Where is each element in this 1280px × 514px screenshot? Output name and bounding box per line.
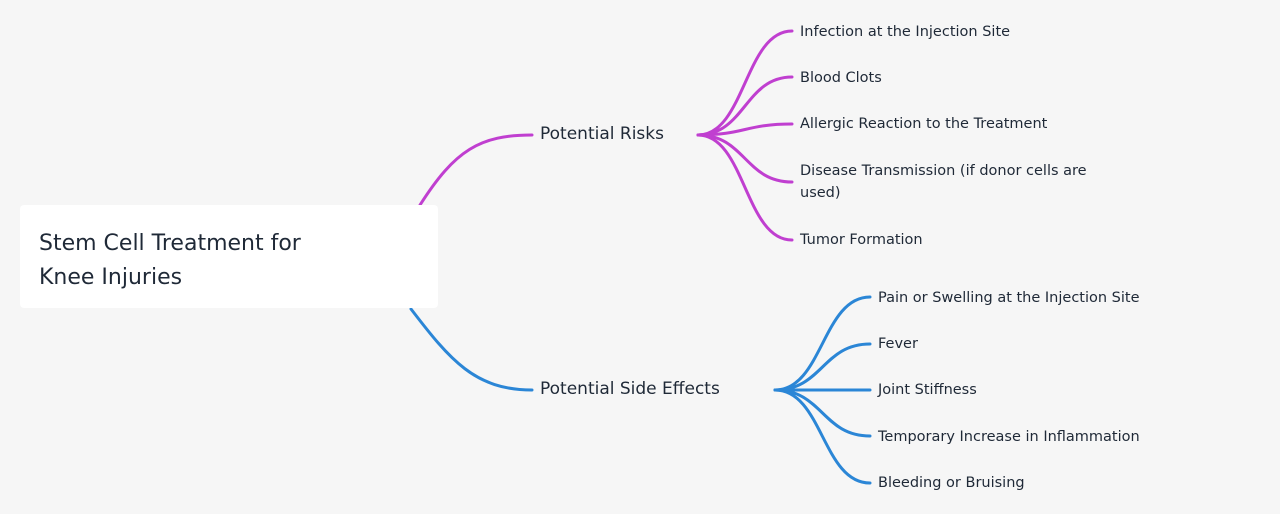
- leaf-temporary-inflammation[interactable]: Temporary Increase in Inflammation: [878, 429, 1140, 445]
- leaf-blood-clots[interactable]: Blood Clots: [800, 70, 882, 86]
- edge-side-effect-leaf-5: [773, 388, 872, 485]
- edge-risk-leaf-5: [696, 133, 794, 242]
- root-node[interactable]: Stem Cell Treatment for Knee Injuries: [20, 205, 438, 308]
- edge-root-to-potential-side-effects: [409, 307, 534, 392]
- edge-risk-leaf-1: [696, 29, 794, 137]
- edge-root-to-potential-risks: [418, 133, 534, 207]
- edge-side-effect-leaf-2: [773, 342, 872, 392]
- leaf-pain-or-swelling[interactable]: Pain or Swelling at the Injection Site: [878, 290, 1140, 306]
- edge-side-effect-leaf-4: [773, 388, 872, 438]
- edge-risk-leaf-2: [696, 75, 794, 137]
- branch-node-potential-side-effects[interactable]: Potential Side Effects: [540, 379, 720, 399]
- edge-risk-leaf-4: [696, 133, 794, 184]
- edge-side-effect-leaf-1: [773, 295, 872, 392]
- branch-node-potential-risks[interactable]: Potential Risks: [540, 124, 664, 144]
- leaf-allergic-reaction[interactable]: Allergic Reaction to the Treatment: [800, 116, 1048, 132]
- edge-risk-leaf-3: [696, 122, 794, 137]
- leaf-infection-at-injection-site[interactable]: Infection at the Injection Site: [800, 24, 1011, 40]
- leaf-fever[interactable]: Fever: [878, 336, 918, 352]
- leaf-tumor-formation[interactable]: Tumor Formation: [800, 232, 923, 248]
- root-node-title: Stem Cell Treatment for Knee Injuries: [39, 231, 301, 290]
- leaf-bleeding-or-bruising[interactable]: Bleeding or Bruising: [878, 475, 1025, 491]
- leaf-joint-stiffness[interactable]: Joint Stiffness: [878, 382, 977, 398]
- leaf-disease-transmission[interactable]: Disease Transmission (if donor cells are…: [800, 163, 1087, 201]
